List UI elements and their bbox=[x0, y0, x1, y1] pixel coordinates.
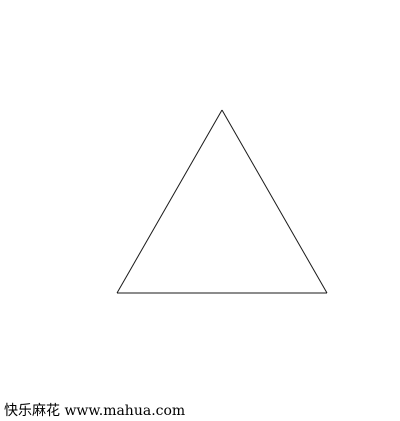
watermark-footer: 快乐麻花 www.mahua.com bbox=[4, 403, 186, 419]
triangle-right-edge bbox=[221, 109, 328, 294]
triangle-left-edge bbox=[116, 109, 223, 294]
